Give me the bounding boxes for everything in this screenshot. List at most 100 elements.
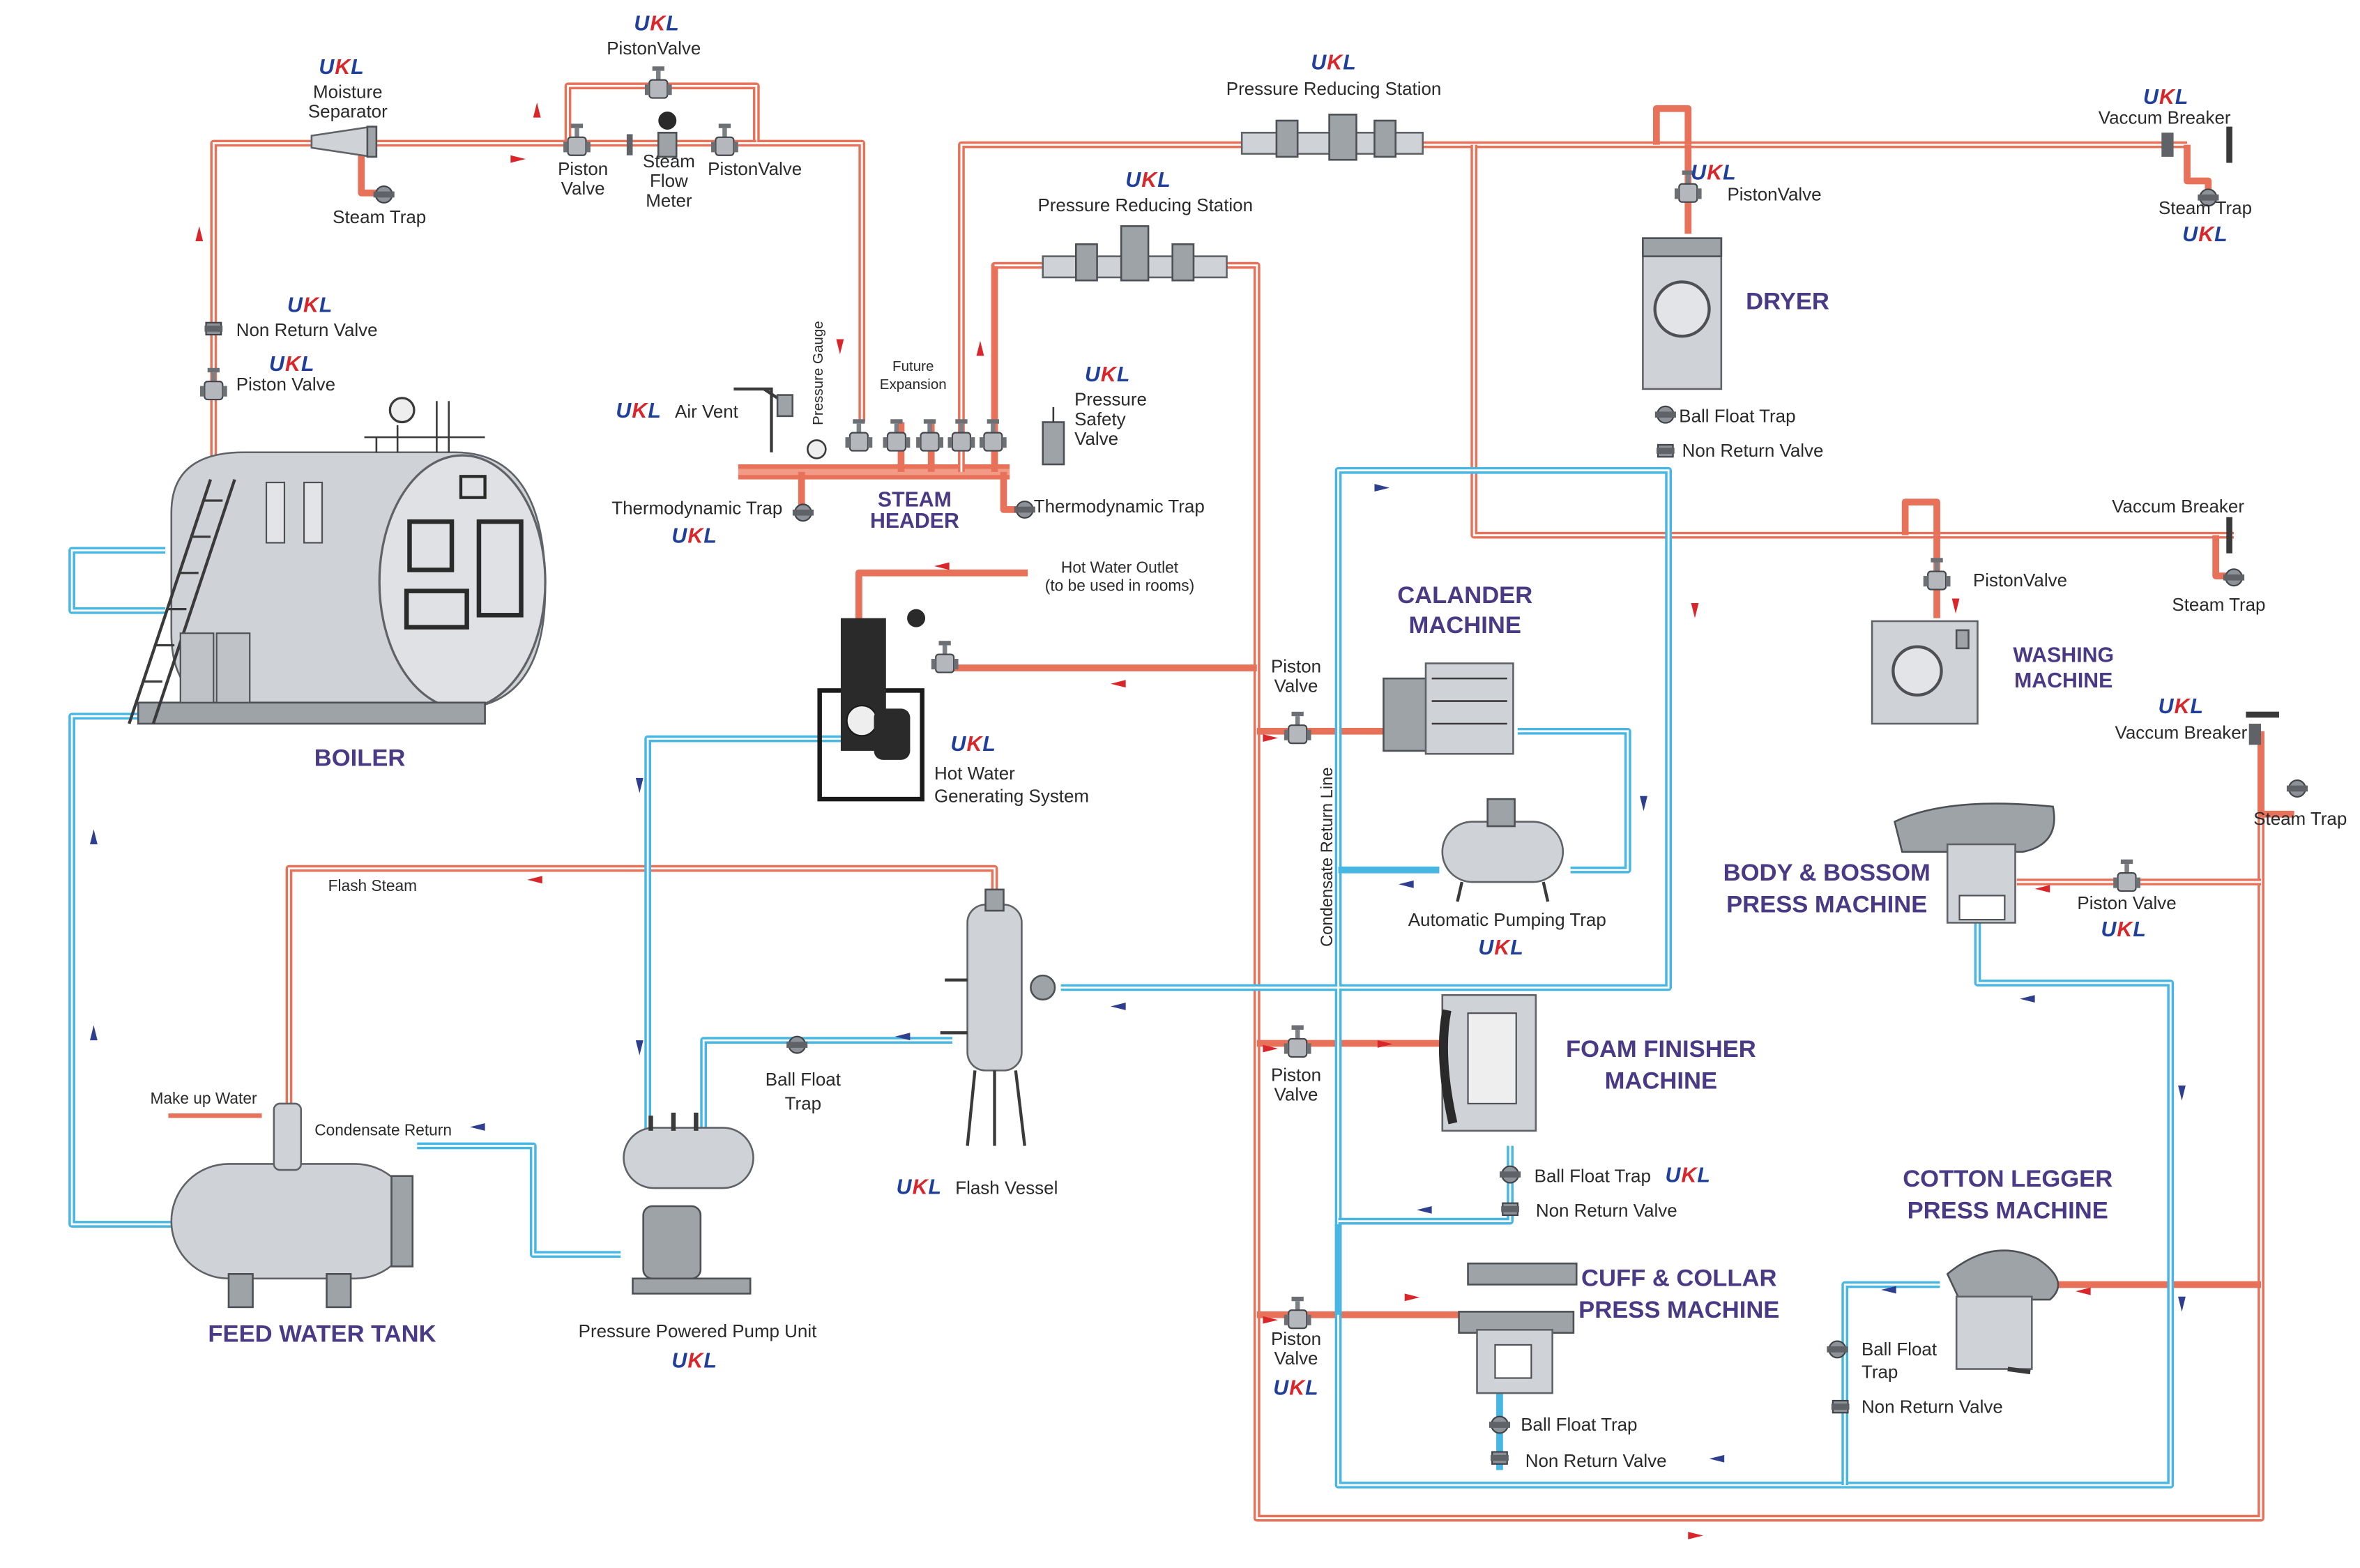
cotton-legger-press	[1946, 1249, 2060, 1375]
fittings	[199, 66, 2308, 1465]
ukl-logo: UKL	[1125, 169, 1171, 192]
steam-header-valves	[845, 419, 1007, 452]
cuff-collar-press	[1458, 1262, 1578, 1394]
ball-float-trap-label: Ball Float Trap	[1535, 1166, 1651, 1186]
steam-header-label-1: STEAM	[878, 489, 952, 512]
calander-label-1: CALANDER	[1397, 582, 1532, 609]
ball-float-trap-label-1: Ball Float	[1862, 1340, 1938, 1360]
ukl-logo: UKL	[671, 1349, 717, 1372]
body-bossom-label-2: PRESS MACHINE	[1726, 891, 1927, 918]
steam-flow-meter-label-2: Flow	[650, 172, 688, 191]
cuff-collar-label-2: PRESS MACHINE	[1578, 1297, 1779, 1323]
ukl-logos: UKL UKL UKL UKL UKL UKL UKL UKL UKL UKL …	[269, 12, 2228, 1399]
pressure-gauge-dial	[807, 439, 827, 459]
ukl-logo: UKL	[1691, 161, 1736, 184]
thermodynamic-trap-label: Thermodynamic Trap	[1034, 497, 1205, 517]
ball-float-trap-label: Ball Float Trap	[1679, 407, 1795, 427]
ball-float-trap-label-2: Trap	[1862, 1363, 1898, 1383]
non-return-valve-label: Non Return Valve	[1536, 1201, 1677, 1221]
pressure-safety-valve	[1042, 406, 1065, 466]
piston-valve-label-2: Valve	[1274, 1086, 1318, 1105]
non-return-valve-label: Non Return Valve	[1525, 1452, 1667, 1471]
pressure-powered-pump	[623, 1112, 754, 1295]
pressure-reducing-station-top	[1240, 114, 1424, 161]
thermodynamic-trap-label: Thermodynamic Trap	[611, 498, 782, 518]
flash-steam-label: Flash Steam	[328, 876, 417, 895]
dryer-label: DRYER	[1746, 288, 1829, 314]
pressure-safety-valve-label-3: Valve	[1074, 429, 1118, 449]
piston-valve-label: PistonValve	[1727, 185, 1821, 205]
vacuum-breaker-label: Vaccum Breaker	[2115, 724, 2248, 743]
ball-float-trap-label-2: Trap	[785, 1095, 821, 1114]
body-bossom-label-1: BODY & BOSSOM	[1723, 860, 1931, 886]
condensate-pipes	[68, 466, 2175, 1489]
ukl-logo: UKL	[2101, 918, 2146, 941]
steam-trap-label-1: Steam Trap	[2253, 809, 2347, 829]
ukl-logo: UKL	[287, 294, 333, 317]
piston-valve-label-1: Piston	[558, 160, 608, 179]
ball-float-trap-label-1: Ball Float	[766, 1070, 842, 1090]
steam-trap-label: Steam Trap	[2172, 595, 2265, 615]
vacuum-breaker-label: Vaccum Breaker	[2099, 108, 2231, 128]
washing-label-2: MACHINE	[2014, 669, 2112, 692]
steam-flow-meter	[626, 112, 678, 158]
pressure-safety-valve-label-2: Safety	[1074, 410, 1126, 429]
piston-valve-label-1: Piston	[1271, 1330, 1321, 1349]
hot-water-outlet-label-2: (to be used in rooms)	[1045, 577, 1194, 595]
steam-header-label-2: HEADER	[870, 510, 959, 533]
piston-valve-label-2: Valve	[1274, 1349, 1318, 1369]
non-return-valve-label: Non Return Valve	[1682, 441, 1824, 461]
piston-valve-label: PistonValve	[1973, 571, 2067, 591]
foam-finisher-machine	[1438, 994, 1537, 1132]
steam-flow-meter-label-3: Meter	[646, 191, 692, 211]
condensate-return-line-label: Condensate Return Line	[1318, 767, 1337, 947]
non-return-valve-label: Non Return Valve	[236, 321, 378, 340]
steam-trap-label: Steam Trap	[333, 208, 426, 227]
ukl-logo: UKL	[2143, 86, 2188, 109]
feed-water-tank	[170, 1102, 414, 1309]
moisture-separator-label-1: Moisture	[313, 83, 382, 102]
ukl-logo: UKL	[897, 1176, 942, 1199]
foam-finisher-label-2: MACHINE	[1605, 1067, 1717, 1094]
air-vent-label: Air Vent	[675, 402, 739, 422]
non-return-valve-label: Non Return Valve	[1862, 1397, 2003, 1417]
future-expansion-label-1: Future	[892, 358, 934, 374]
boiler	[128, 397, 547, 725]
pressure-safety-valve-label-1: Pressure	[1074, 390, 1147, 410]
ukl-logo: UKL	[1273, 1376, 1318, 1399]
piston-valve-label-2: Valve	[561, 179, 605, 199]
steam-flow-meter-label-1: Steam	[643, 152, 695, 172]
automatic-pumping-trap-label: Automatic Pumping Trap	[1408, 911, 1606, 930]
piston-valve-label-1: Piston	[1271, 1066, 1321, 1086]
hot-water-generating-system	[817, 609, 959, 802]
flow-arrows	[90, 102, 2186, 1539]
feed-water-tank-label: FEED WATER TANK	[208, 1321, 436, 1348]
piston-valve-label-2: Valve	[1274, 677, 1318, 697]
cotton-legger-label-2: PRESS MACHINE	[1908, 1197, 2108, 1224]
make-up-water-label: Make up Water	[151, 1089, 257, 1107]
body-bossom-press	[1894, 802, 2055, 924]
cotton-legger-label-1: COTTON LEGGER	[1903, 1166, 2112, 1192]
ukl-logo: UKL	[616, 399, 661, 423]
flash-vessel-label: Flash Vessel	[955, 1179, 1058, 1198]
ukl-logo: UKL	[269, 353, 314, 376]
pressure-gauge-label: Pressure Gauge	[810, 321, 826, 425]
piston-valve-label: PistonValve	[607, 39, 701, 59]
washing-machine	[1871, 620, 1979, 725]
pressure-reducing-station-label: Pressure Reducing Station	[1037, 196, 1253, 215]
hot-water-system-label-2: Generating System	[934, 786, 1089, 806]
vacuum-breaker-label: Vaccum Breaker	[2112, 497, 2244, 517]
pressure-reducing-station-lower	[1042, 225, 1228, 282]
flash-vessel	[940, 888, 1056, 1146]
ukl-logo: UKL	[1666, 1164, 1711, 1187]
future-expansion-label-2: Expansion	[880, 376, 947, 393]
ukl-logo: UKL	[1085, 363, 1130, 386]
ukl-logo: UKL	[671, 525, 717, 548]
condensate-return-label: Condensate Return	[314, 1120, 452, 1139]
cuff-collar-label-1: CUFF & COLLAR	[1581, 1265, 1776, 1292]
calander-label-2: MACHINE	[1409, 612, 1521, 639]
ukl-logo: UKL	[2182, 223, 2228, 246]
labels: PistonValve Moisture Separator Steam Tra…	[151, 39, 2347, 1471]
ukl-logo: UKL	[319, 56, 364, 79]
